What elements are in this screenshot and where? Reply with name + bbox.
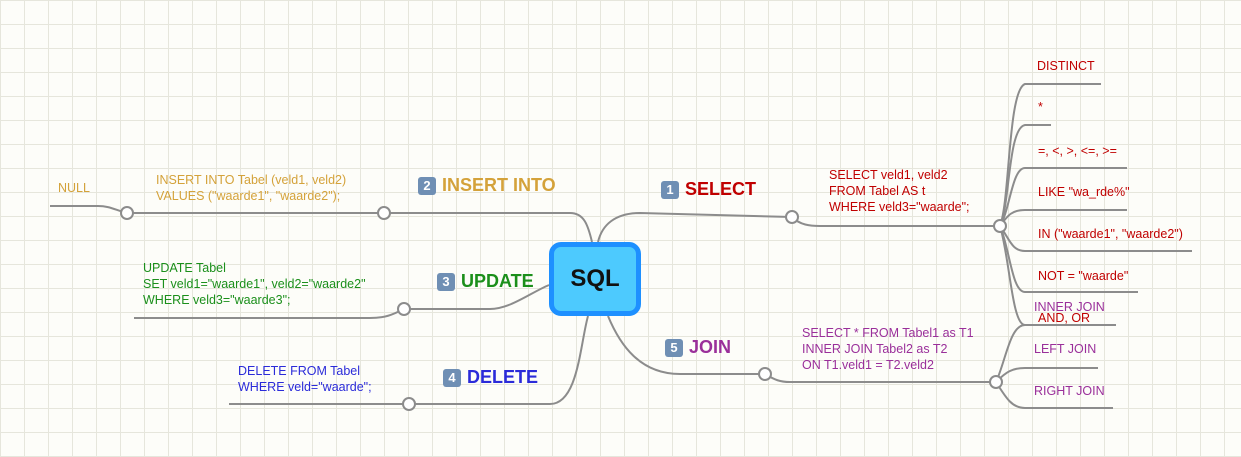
insert-leaf-null: NULL <box>58 181 90 195</box>
branch-label: SELECT <box>685 179 757 199</box>
branch-number-badge: 2 <box>418 176 436 195</box>
select-leaf-distinct: DISTINCT <box>1037 59 1095 73</box>
update-snippet: UPDATE Tabel SET veld1="waarde1", veld2=… <box>143 261 366 307</box>
select-leaf-like: LIKE "wa_rde%" <box>1038 185 1130 199</box>
branch-delete[interactable]: 4 DELETE <box>443 367 538 388</box>
branch-label: DELETE <box>467 367 539 387</box>
join-leaf-right-join: RIGHT JOIN <box>1034 384 1105 398</box>
branch-label: UPDATE <box>461 271 534 291</box>
branch-label: JOIN <box>689 337 732 357</box>
branch-label: INSERT INTO <box>442 175 556 195</box>
select-leaf-star: * <box>1038 100 1043 114</box>
select-leaf-and-or: AND, OR <box>1038 311 1091 325</box>
select-snippet: SELECT veld1, veld2 FROM Tabel AS t WHER… <box>829 168 970 214</box>
branch-number-badge: 4 <box>443 368 461 387</box>
select-leaf-in: IN ("waarde1", "waarde2") <box>1038 227 1183 241</box>
select-leaf-not: NOT = "waarde" <box>1038 269 1129 283</box>
root-node-sql[interactable]: SQL <box>549 242 641 316</box>
branch-number-badge: 5 <box>665 338 683 357</box>
select-leaf-operators: =, <, >, <=, >= <box>1038 144 1117 158</box>
join-leaf-left-join: LEFT JOIN <box>1034 342 1097 356</box>
branch-select[interactable]: 1 SELECT <box>661 179 756 200</box>
branch-update[interactable]: 3 UPDATE <box>437 271 534 292</box>
branch-number-badge: 1 <box>661 180 679 199</box>
branch-join[interactable]: 5 JOIN <box>665 337 731 358</box>
branch-insert-into[interactable]: 2 INSERT INTO <box>418 175 556 196</box>
join-snippet: SELECT * FROM Tabel1 as T1 INNER JOIN Ta… <box>802 326 974 372</box>
insert-snippet: INSERT INTO Tabel (veld1, veld2) VALUES … <box>156 173 347 203</box>
branch-number-badge: 3 <box>437 272 455 291</box>
delete-snippet: DELETE FROM Tabel WHERE veld="waarde"; <box>238 364 372 394</box>
join-leaf-inner-join: INNER JOIN <box>1034 300 1105 314</box>
